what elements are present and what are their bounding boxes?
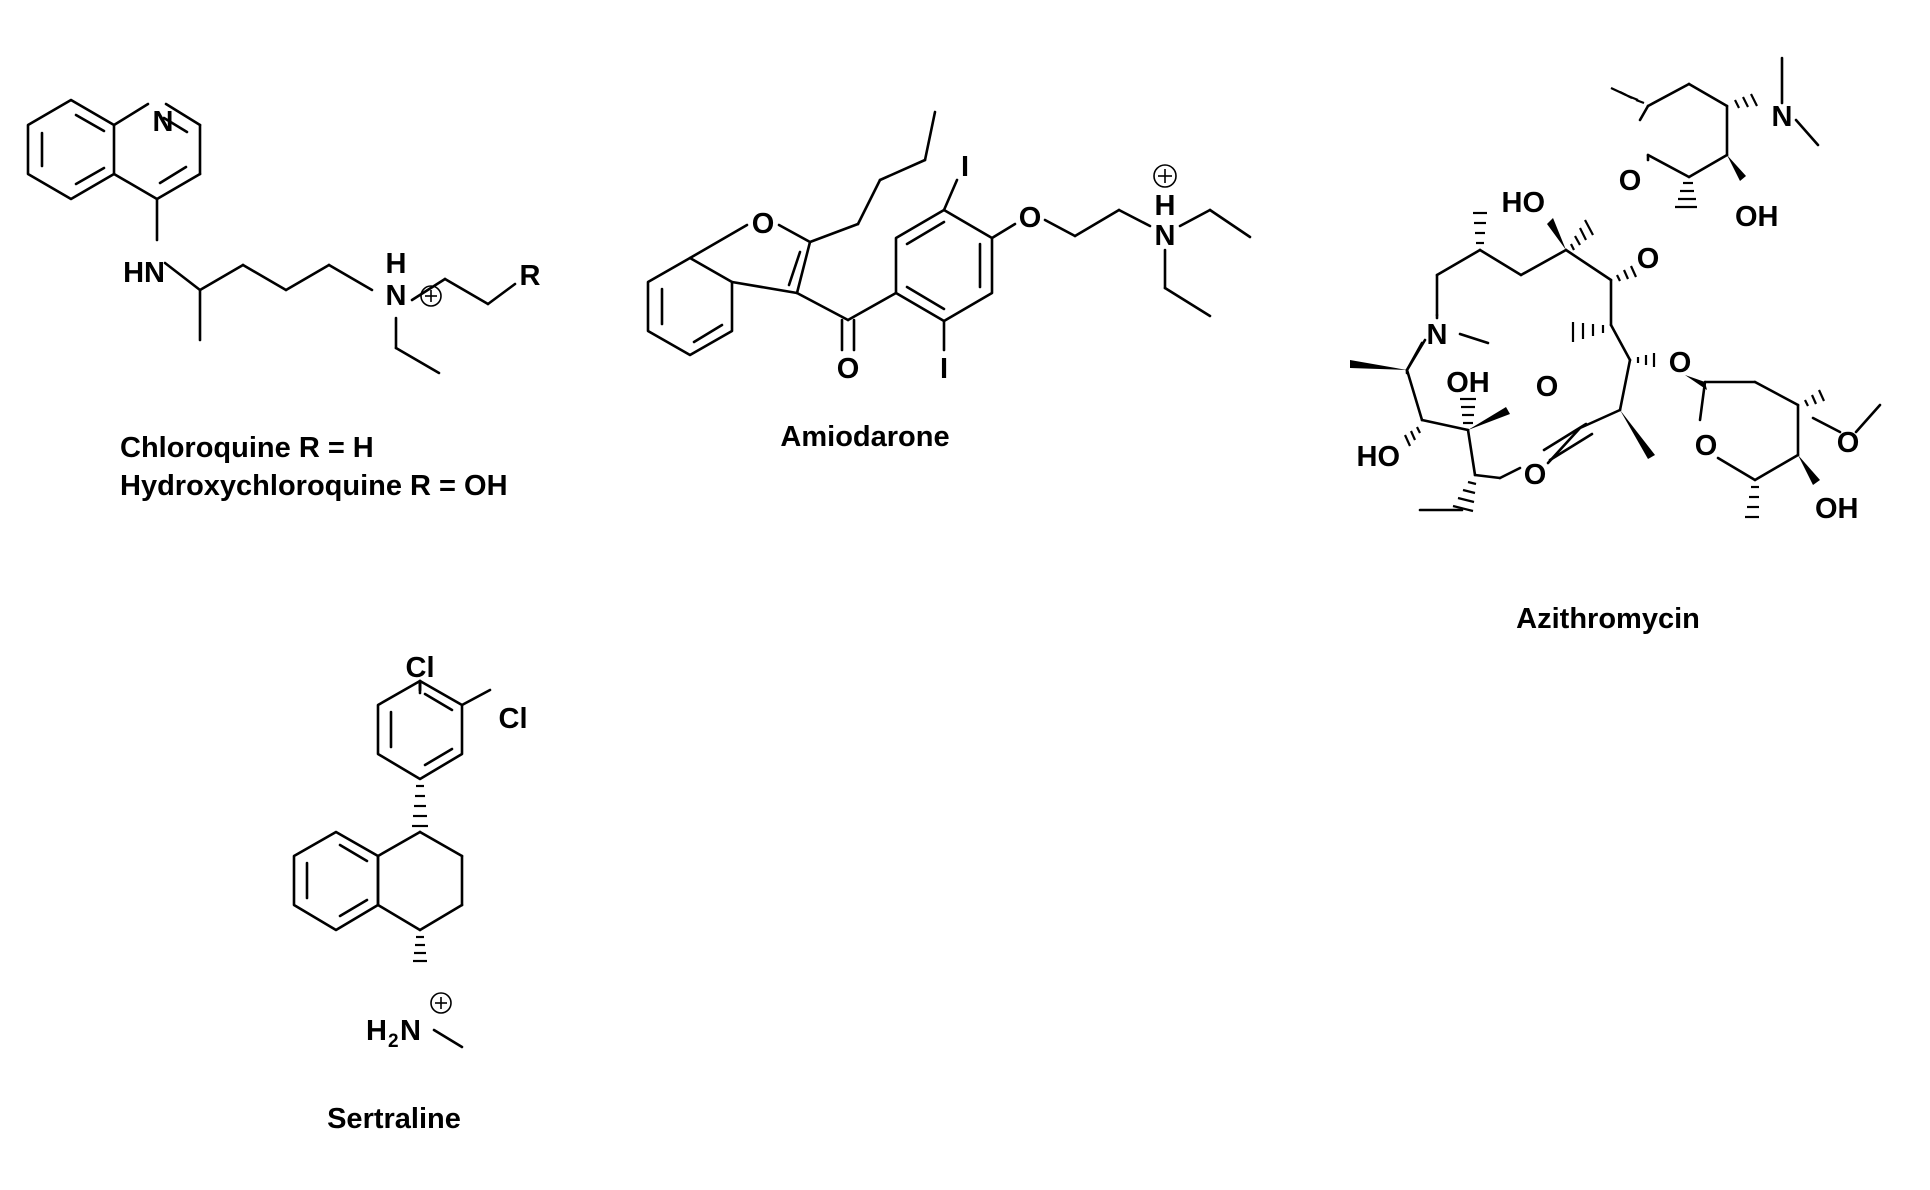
chloroquine-nplus-label: N [386,280,407,312]
azithromycin-c-methyl-hash [1570,219,1594,251]
sertraline-amine-subscript: 2 [388,1031,399,1052]
amiodarone-iodine-bottom-label: I [940,353,948,385]
azithromycin-cladinose-oh-label: OH [1815,493,1859,525]
amiodarone-nh-h-label: H [1155,190,1176,222]
chloroquine-structure: N HN H N R Chloroquine R = H Hydroxychlo… [26,98,541,502]
amiodarone-nplus-label: N [1155,220,1176,252]
sertraline-amine-hash [413,935,427,963]
azithromycin-bottom-glycoside-o-label: O [1669,347,1692,379]
azithromycin-ring-ho-label: HO [1502,187,1546,219]
azithromycin-structure: N O OH HO O N OH O O O HO O O OH Azithro… [1350,56,1882,635]
amiodarone-caption: Amiodarone [780,421,949,453]
sertraline-caption: Sertraline [327,1103,461,1135]
amiodarone-structure: O O I I O H N Amiodarone [646,110,1252,453]
amiodarone-ether-o-label: O [1019,202,1042,234]
sertraline-positive-charge [430,992,452,1014]
chloroquine-ring-n-label: N [153,106,174,138]
chloroquine-r-label: R [520,260,541,292]
amiodarone-iodine-top-label: I [961,151,969,183]
azithromycin-ho-left-hash [1403,426,1421,447]
azithromycin-left-methyl-hash [1571,322,1605,342]
azithromycin-methyl-hash-top [1473,211,1487,245]
sertraline-aryl-hash [412,784,428,828]
amiodarone-carbonyl-o-label: O [837,353,860,385]
azithromycin-lactone-o-label: O [1524,459,1547,491]
azithromycin-oh-hash [1460,397,1476,425]
azithromycin-top-glycoside-o-label: O [1637,243,1660,275]
azithromycin-cladinose-methyl-hash [1804,389,1826,407]
sertraline-structure: Cl Cl H 2 N Sertraline [292,652,528,1135]
azithromycin-ring-oh-label: OH [1446,367,1490,399]
azithromycin-methoxy-o-label: O [1837,427,1860,459]
chloroquine-caption: Chloroquine R = H [120,432,374,464]
sertraline-cl-top-label: Cl [406,652,435,684]
azithromycin-ring-n-label: N [1427,319,1448,351]
chloroquine-nh-h-label: H [386,248,407,280]
azithromycin-ring-o-hash [1616,265,1638,282]
amiodarone-positive-charge [1153,164,1177,188]
chloroquine-positive-charge [420,285,442,307]
azithromycin-desosamine-oh-label: OH [1735,201,1779,233]
azithromycin-left-ho-label: HO [1357,441,1401,473]
azithromycin-cladinose-o-label: O [1695,430,1718,462]
azithromycin-nme2-n-label: N [1772,101,1793,133]
azithromycin-nme2-hash [1734,93,1758,109]
sertraline-amine-n-label: N [400,1015,421,1047]
sertraline-cl-side-label: Cl [499,703,528,735]
azithromycin-bottom-glycoside-hash [1636,353,1656,367]
azithromycin-carbonyl-o-label: O [1536,371,1559,403]
sertraline-amine-h-label: H [366,1015,387,1047]
azithromycin-top-glycoside-hash [1675,181,1697,209]
azithromycin-desosamine-o-label: O [1619,165,1642,197]
chloroquine-hn-label: HN [123,257,165,289]
azithromycin-ethyl-hash [1452,480,1477,513]
azithromycin-desosamine-methyl-hash [1610,87,1645,105]
hydroxychloroquine-caption: Hydroxychloroquine R = OH [120,470,508,502]
amiodarone-furan-o-label: O [752,208,775,240]
azithromycin-cladinose-bottom-hash [1745,485,1759,519]
azithromycin-caption: Azithromycin [1516,603,1700,635]
